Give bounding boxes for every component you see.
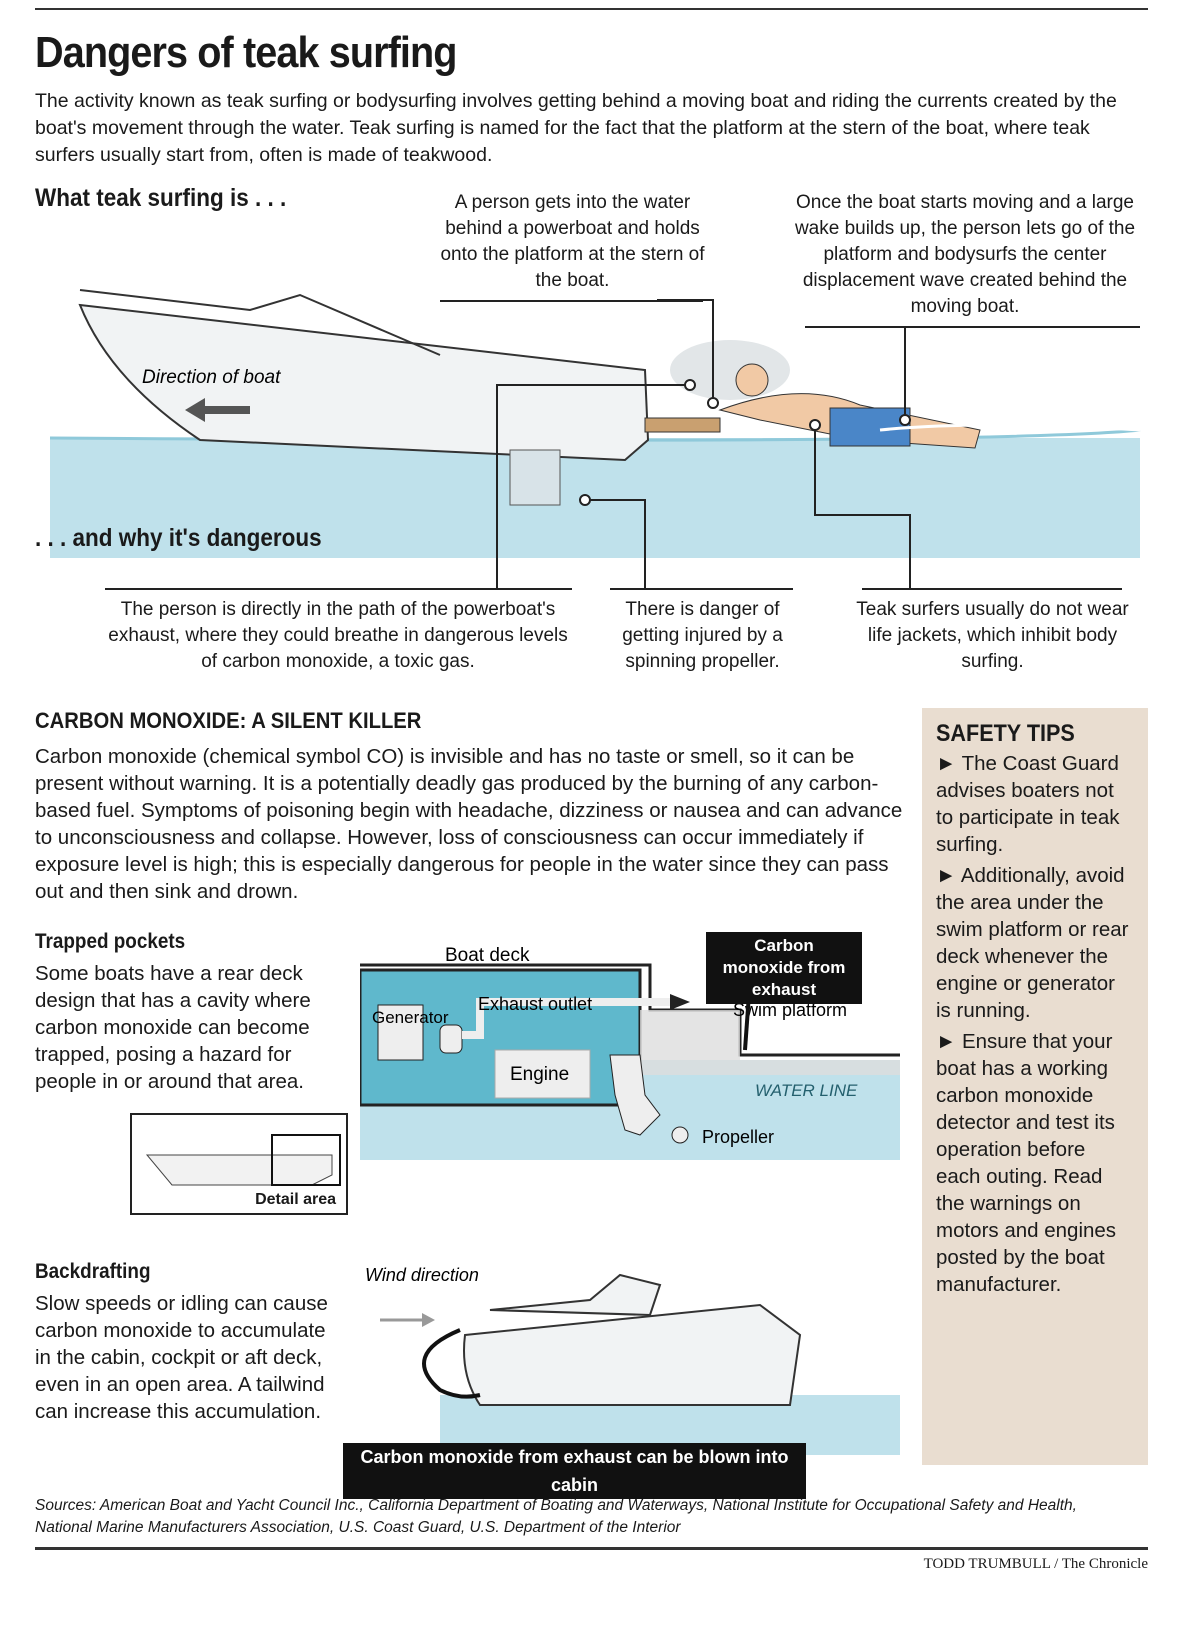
label-water-line: WATER LINE [755,1081,858,1100]
safety-tip: ► The Coast Guard advises boaters not to… [936,752,1120,856]
safety-tips-heading: SAFETY TIPS [936,720,1075,747]
propeller-icon [671,1126,689,1144]
exhaust-cloud [670,340,790,400]
label-swim-platform: Swim platform [733,1000,847,1020]
co-heading: CARBON MONOXIDE: A SILENT KILLER [35,708,422,733]
boat-cabin [489,1273,662,1317]
callout-hold-platform: A person gets into the water behind a po… [440,192,705,291]
bottom-rule [35,1547,1148,1550]
exhaust-arrow-icon [670,994,690,1010]
why-heading: . . . and why it's dangerous [35,524,322,552]
divider [805,326,1140,328]
page-title: Dangers of teak surfing [35,28,457,77]
co-text: Carbon monoxide (chemical symbol CO) is … [35,745,903,903]
label-propeller: Propeller [702,1127,774,1147]
divider [105,588,572,590]
danger-exhaust: The person is directly in the path of th… [108,599,568,672]
label-exhaust: Exhaust outlet [478,994,592,1014]
teak-surfing-diagram: Direction of boat [49,289,1141,588]
backdraft-arrow-icon [422,1328,481,1399]
label-generator: Generator [372,1008,449,1027]
danger-life-jackets: Teak surfers usually do not wear life ja… [856,599,1129,672]
boat-hull [78,303,650,462]
credit: TODD TRUMBULL / The Chronicle [923,1556,1148,1572]
engine-box [494,1049,591,1099]
backdraft-text: Slow speeds or idling can cause carbon m… [35,1292,328,1423]
safety-tips-box: SAFETY TIPS ► The Coast Guard advises bo… [922,708,1148,1465]
label-boat-deck: Boat deck [445,945,530,966]
boat-hull [463,1303,802,1406]
safety-tip: ► Additionally, avoid the area under the… [936,864,1129,1022]
top-rule [35,8,1148,10]
divider [440,300,703,302]
generator-box [377,1004,424,1061]
trapped-heading: Trapped pockets [35,930,186,953]
boat-windshield [79,289,441,356]
sources: Sources: American Boat and Yacht Council… [35,1497,1077,1536]
safety-tip: ► Ensure that your boat has a working ca… [936,1030,1117,1296]
intro-text: The activity known as teak surfing or bo… [35,90,1117,166]
backdraft-heading: Backdrafting [35,1260,151,1283]
divider [862,588,1122,590]
what-heading: What teak surfing is . . . [35,184,287,212]
callout-bodysurf: Once the boat starts moving and a large … [794,192,1136,317]
detail-inset: Detail area [130,1113,348,1215]
swim-trunks [829,407,911,447]
backdraft-label: Carbon monoxide from exhaust can be blow… [343,1443,806,1499]
outdrive [509,449,561,506]
danger-propeller: There is danger of getting injured by a … [622,599,783,672]
trapped-text: Some boats have a rear deck design that … [35,962,311,1093]
detail-area-label: Detail area [255,1191,336,1208]
divider [610,588,793,590]
hatched-cavity [640,1010,900,1075]
trapped-pockets-diagram: Boat deck Generator Exhaust outlet Engin… [360,945,900,1160]
co-exhaust-label: Carbon monoxide from exhaust [706,932,862,1004]
backdrafting-diagram: Wind direction [365,1265,900,1455]
label-engine: Engine [510,1064,569,1085]
wind-label: Wind direction [365,1265,479,1285]
wind-arrow-icon [422,1313,435,1327]
outdrive [609,1054,661,1136]
direction-label: Direction of boat [142,367,281,388]
swim-platform [644,417,721,433]
